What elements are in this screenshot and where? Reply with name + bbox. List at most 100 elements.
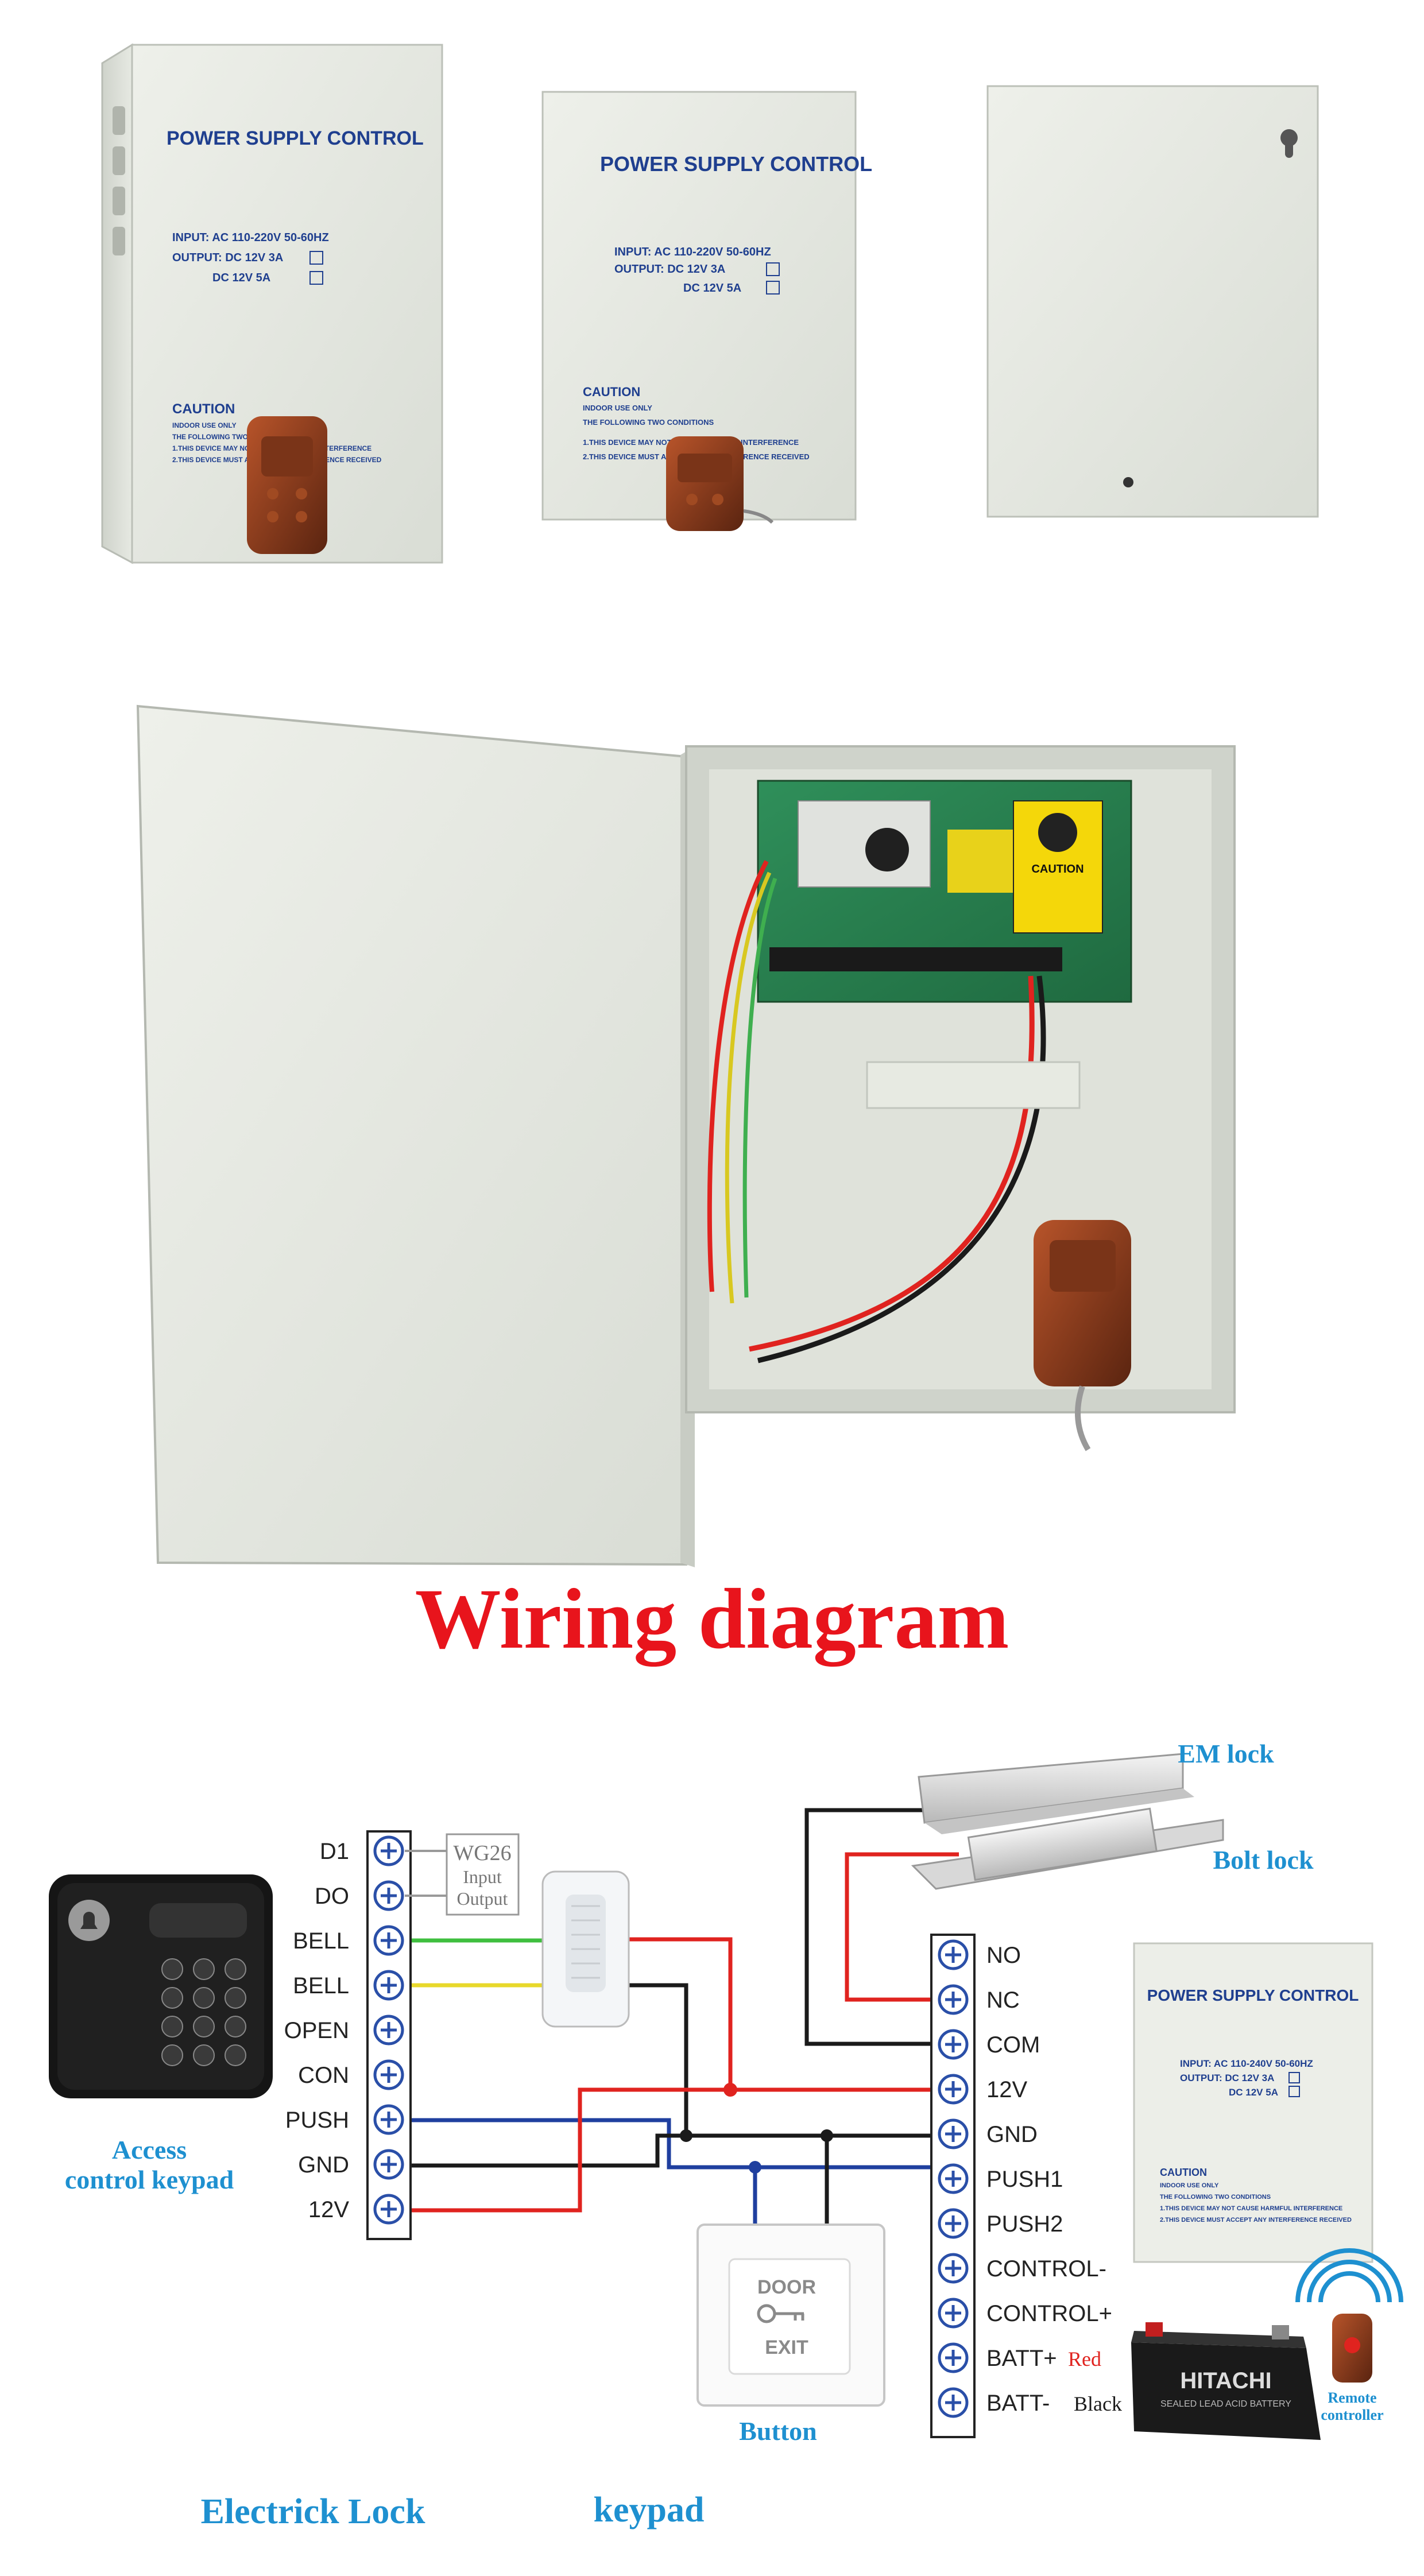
supply-terminal-screw-2 [938,2029,969,2060]
keypad-terminal-label: BELL [293,1928,349,1954]
keypad-terminal-label: GND [298,2152,349,2178]
em-lock [918,1753,1194,1834]
supply-terminal-label: NO [986,1943,1021,1968]
box-front-output-2: DC 12V 5A [683,282,741,295]
exit-button-line-2: EXIT [765,2337,808,2358]
keypad-buttons [161,1958,246,2066]
keypad-terminal-label: PUSH [285,2108,349,2133]
photo-box-front: POWER SUPPLY CONTROL INPUT: AC 110-220V … [541,91,872,531]
box-front-title: POWER SUPPLY CONTROL [600,152,872,176]
keypad-terminal-screw-3 [373,1970,404,2001]
supply-terminal-screw-4 [938,2118,969,2149]
battery-brand: HITACHI [1180,2368,1271,2393]
supply-terminal-screw-0 [938,1939,969,1970]
batt-minus-color: Black [1074,2392,1122,2415]
bottom-caption-left: Electrick Lock [201,2492,425,2531]
supply-terminal-label: NC [986,1988,1020,2013]
diagram-title: Wiring diagram [415,1571,1009,1667]
vent-slots [113,106,125,255]
doorbell [541,1870,630,2028]
battery: HITACHI SEALED LEAD ACID BATTERY [1131,2322,1321,2440]
supply-terminal-label: BATT- [986,2391,1050,2416]
wg26-line-2: Output [457,1888,508,1909]
keypad-terminal-screw-7 [373,2149,404,2180]
keypad-terminal-label: DO [315,1884,349,1909]
keypad-terminal-screw-2 [373,1925,404,1956]
photo-open-box: CAUTION [136,704,1236,1567]
box-label-output-2: DC 12V 5A [212,272,270,284]
psu-input: INPUT: AC 110-240V 50-60HZ [1180,2058,1313,2069]
exit-button-caption: Button [739,2416,817,2446]
keypad-terminal-label: BELL [293,1973,349,1998]
psu-label-box: POWER SUPPLY CONTROL INPUT: AC 110-240V … [1133,1942,1373,2263]
supply-terminal-screw-5 [938,2163,969,2194]
keypad-caption-line-1: Access [112,2135,187,2164]
supply-terminal-screw-6 [938,2208,969,2239]
pcb-caution-text: CAUTION [1031,863,1084,876]
box-front-input: INPUT: AC 110-220V 50-60HZ [614,246,771,258]
photo-box-angled: POWER SUPPLY CONTROL INPUT: AC 110-220V … [101,43,443,564]
remote-controller [1295,2248,1403,2383]
psu-caution-3: 1.THIS DEVICE MAY NOT CAUSE HARMFUL INTE… [1160,2205,1342,2212]
keypad-terminal-screw-4 [373,2015,404,2046]
supply-terminal-label: BATT+ [986,2346,1057,2371]
supply-terminal-strip: NONCCOM12VGNDPUSH1PUSH2CONTROL-CONTROL+B… [930,1934,1122,2438]
keypad-terminal-label: OPEN [284,2018,349,2043]
box-label-input: INPUT: AC 110-220V 50-60HZ [172,231,329,244]
supply-terminal-screw-10 [938,2387,969,2418]
box-label-caution: CAUTION [172,401,235,417]
wg26-title: WG26 [453,1841,511,1865]
box-caution-line-1: INDOOR USE ONLY [172,421,237,429]
supply-terminal-label: PUSH1 [986,2167,1063,2192]
supply-terminal-screw-1 [938,1984,969,2015]
keypad-caption-line-2: control keypad [65,2165,234,2194]
remote-key-fob-2 [666,436,774,531]
psu-caution-4: 2.THIS DEVICE MUST ACCEPT ANY INTERFEREN… [1160,2217,1352,2224]
psu-caution-2: THE FOLLOWING TWO CONDITIONS [1160,2194,1271,2201]
supply-terminal-screw-8 [938,2298,969,2329]
em-lock-label: EM lock [1178,1739,1274,1768]
box-label-output-1: OUTPUT: DC 12V 3A [172,251,283,264]
batt-plus-color: Red [1068,2348,1101,2370]
photo-box-back [986,85,1319,518]
box-front-caution: CAUTION [583,385,640,399]
box-label-title: POWER SUPPLY CONTROL [167,127,424,149]
box-front-output-1: OUTPUT: DC 12V 3A [614,263,725,276]
access-keypad [49,1874,273,2098]
psu-caution: CAUTION [1160,2167,1207,2178]
psu-caution-1: INDOOR USE ONLY [1160,2182,1219,2189]
keypad-terminal-screw-0 [373,1835,404,1866]
box-front-caution-2: THE FOLLOWING TWO CONDITIONS [583,418,714,427]
supply-terminal-label: CONTROL- [986,2256,1106,2281]
supply-terminal-screw-7 [938,2253,969,2284]
supply-terminal-screw-3 [938,2074,969,2105]
battery-sub: SEALED LEAD ACID BATTERY [1160,2399,1291,2409]
keypad-terminal-screw-5 [373,2059,404,2090]
exit-button: DOOR EXIT [696,2224,885,2407]
remote-key-fob-3 [1034,1220,1131,1451]
keypad-terminal-label: CON [298,2063,349,2088]
psu-output-2: DC 12V 5A [1229,2087,1278,2098]
remote-caption-line-1: Remote [1328,2389,1376,2406]
wires [405,1808,959,2259]
power-supply-pcb: CAUTION [757,780,1132,1003]
psu-output-1: OUTPUT: DC 12V 3A [1180,2073,1274,2083]
remote-caption-line-2: controller [1321,2407,1383,2423]
exit-button-line-1: DOOR [757,2276,816,2298]
wg26-box: WG26 Input Output [405,1833,520,1916]
keypad-terminal-screw-6 [373,2104,404,2135]
supply-terminal-label: CONTROL+ [986,2301,1112,2326]
wire-junctions [680,2083,833,2174]
remote-key-fob [247,416,327,554]
supply-terminal-label: PUSH2 [986,2211,1063,2237]
supply-terminal-screw-9 [938,2342,969,2373]
bolt-lock [911,1807,1224,1890]
bolt-lock-label: Bolt lock [1213,1845,1313,1874]
bottom-caption-right: keypad [594,2490,705,2529]
supply-terminal-label: 12V [986,2077,1027,2102]
wg26-line-1: Input [463,1866,502,1887]
keypad-terminal-label: 12V [308,2197,349,2222]
box-front-caution-1: INDOOR USE ONLY [583,404,652,412]
